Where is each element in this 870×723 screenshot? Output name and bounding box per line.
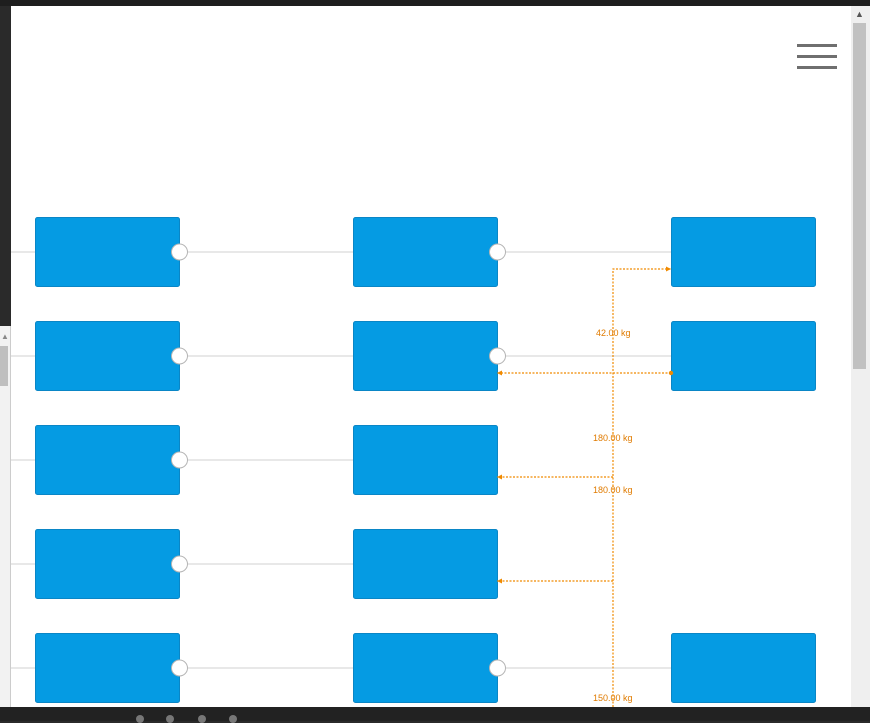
scroll-up-icon[interactable]: ▲: [855, 9, 864, 19]
connector-handle[interactable]: [489, 347, 506, 365]
flow-dot: [668, 370, 674, 376]
background-app-strip: [0, 0, 870, 6]
node-a1[interactable]: [35, 217, 180, 287]
background-dot: [166, 715, 174, 723]
vertical-scrollbar[interactable]: ▲: [851, 6, 870, 707]
arrow-head: [666, 266, 671, 272]
flow-label: 180.00 kg: [593, 433, 633, 443]
node-b3[interactable]: [353, 425, 498, 495]
scroll-thumb[interactable]: [853, 23, 866, 369]
background-dot: [229, 715, 237, 723]
flow-lines: [497, 266, 674, 707]
background-panel: [0, 326, 11, 707]
hamburger-menu-icon[interactable]: [797, 44, 837, 70]
background-scroll-thumb: [0, 346, 8, 386]
node-c1[interactable]: [671, 217, 816, 287]
diagram-window: 42.00 kg 180.00 kg 180.00 kg 150.00 kg: [11, 6, 851, 707]
flow-label: 150.00 kg: [593, 693, 633, 703]
node-c5[interactable]: [671, 633, 816, 703]
node-a4[interactable]: [35, 529, 180, 599]
node-b2[interactable]: [353, 321, 498, 391]
connector-handle[interactable]: [171, 555, 188, 573]
connectors: [171, 243, 506, 677]
flow-line-trunk: [612, 268, 671, 707]
node-a5[interactable]: [35, 633, 180, 703]
flow-label: 180.00 kg: [593, 485, 633, 495]
node-b5[interactable]: [353, 633, 498, 703]
node-a3[interactable]: [35, 425, 180, 495]
arrow-head: [497, 370, 502, 376]
gray-links: [11, 251, 671, 669]
background-bottom-strip: [0, 707, 870, 721]
node-b4[interactable]: [353, 529, 498, 599]
flow-label: 42.00 kg: [596, 328, 631, 338]
node-b1[interactable]: [353, 217, 498, 287]
background-dot: [136, 715, 144, 723]
background-scroll-up-icon: ▲: [1, 332, 9, 341]
connector-handle[interactable]: [489, 659, 506, 677]
connector-handle[interactable]: [171, 659, 188, 677]
connector-handle[interactable]: [171, 243, 188, 261]
arrow-head: [497, 474, 502, 480]
flow-diagram: 42.00 kg 180.00 kg 180.00 kg 150.00 kg: [11, 217, 816, 707]
node-a2[interactable]: [35, 321, 180, 391]
connector-handle[interactable]: [489, 243, 506, 261]
connector-handle[interactable]: [171, 451, 188, 469]
node-c2[interactable]: [671, 321, 816, 391]
connector-handle[interactable]: [171, 347, 188, 365]
background-dot: [198, 715, 206, 723]
arrow-head: [497, 578, 502, 584]
